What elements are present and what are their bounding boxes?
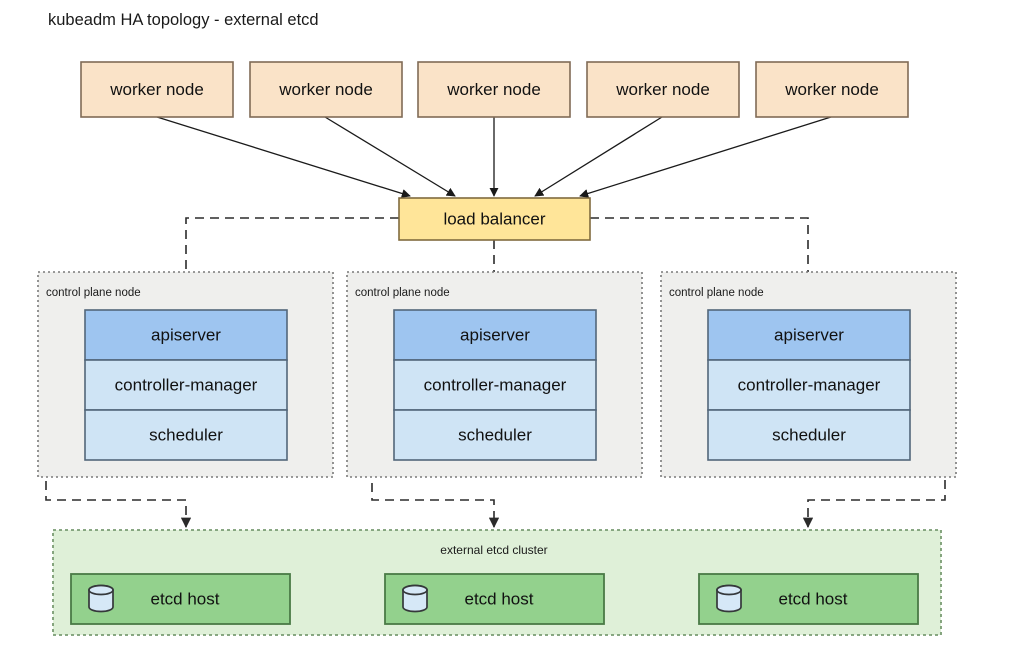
control-plane-node-2[interactable]: control plane node apiserver controller-… (346, 271, 643, 478)
scheduler-label: scheduler (772, 425, 846, 444)
worker-node-3[interactable]: worker node (417, 61, 571, 118)
external-etcd-cluster: external etcd cluster etcd host (52, 529, 942, 636)
controller-manager-label: controller-manager (738, 375, 881, 394)
apiserver-label: apiserver (774, 325, 844, 344)
worker-node-label: worker node (278, 80, 373, 99)
database-cylinder-icon (88, 584, 114, 613)
control-plane-node-3[interactable]: control plane node apiserver controller-… (660, 271, 957, 478)
database-cylinder-icon (402, 584, 428, 613)
etcd-host-label: etcd host (779, 589, 848, 608)
controller-manager-box[interactable] (393, 359, 597, 411)
scheduler-box[interactable] (84, 409, 288, 461)
worker-node-5[interactable]: worker node (755, 61, 909, 118)
controller-manager-box[interactable] (707, 359, 911, 411)
edge-worker-5-lb (579, 116, 832, 198)
scheduler-label: scheduler (149, 425, 223, 444)
etcd-cluster-label: external etcd cluster (440, 543, 547, 557)
etcd-host-2[interactable]: etcd host (384, 573, 605, 625)
worker-node-box[interactable] (755, 61, 909, 118)
control-plane-group-label: control plane node (669, 287, 764, 299)
worker-node-label: worker node (109, 80, 204, 99)
edge-worker-2-lb (324, 116, 456, 197)
etcd-host-label: etcd host (465, 589, 534, 608)
control-plane-group-label: control plane node (46, 287, 141, 299)
load-balancer-label: load balancer (443, 209, 545, 228)
apiserver-label: apiserver (151, 325, 221, 344)
load-balancer-box[interactable] (398, 197, 591, 241)
etcd-host-1[interactable]: etcd host (70, 573, 291, 625)
worker-node-box[interactable] (586, 61, 740, 118)
worker-node-label: worker node (446, 80, 541, 99)
worker-node-2[interactable]: worker node (249, 61, 403, 118)
control-plane-group-label: control plane node (355, 287, 450, 299)
worker-node-box[interactable] (249, 61, 403, 118)
worker-to-loadbalancer-edges (156, 116, 832, 198)
edge-worker-4-lb (534, 116, 663, 197)
worker-node-4[interactable]: worker node (586, 61, 740, 118)
apiserver-box[interactable] (393, 309, 597, 361)
edge-cp-2-etcd (371, 334, 500, 529)
apiserver-label: apiserver (460, 325, 530, 344)
load-balancer-node[interactable]: load balancer (398, 197, 591, 241)
scheduler-box[interactable] (707, 409, 911, 461)
controller-manager-label: controller-manager (424, 375, 567, 394)
etcd-host-label: etcd host (151, 589, 220, 608)
worker-node-label: worker node (784, 80, 879, 99)
worker-node-box[interactable] (80, 61, 234, 118)
scheduler-box[interactable] (393, 409, 597, 461)
apiserver-box[interactable] (707, 309, 911, 361)
edge-worker-1-lb (156, 116, 411, 198)
controller-manager-label: controller-manager (115, 375, 258, 394)
worker-node-1[interactable]: worker node (80, 61, 234, 118)
control-plane-node-1[interactable]: control plane node apiserver controller-… (37, 271, 334, 478)
etcd-host-3[interactable]: etcd host (698, 573, 919, 625)
edge-cp-3-etcd (802, 334, 946, 529)
worker-nodes-row: worker node worker node worker node work… (80, 61, 909, 118)
worker-node-box[interactable] (417, 61, 571, 118)
scheduler-label: scheduler (458, 425, 532, 444)
page-title: kubeadm HA topology - external etcd (48, 11, 319, 29)
controller-manager-box[interactable] (84, 359, 288, 411)
database-cylinder-icon (716, 584, 742, 613)
worker-node-label: worker node (615, 80, 710, 99)
